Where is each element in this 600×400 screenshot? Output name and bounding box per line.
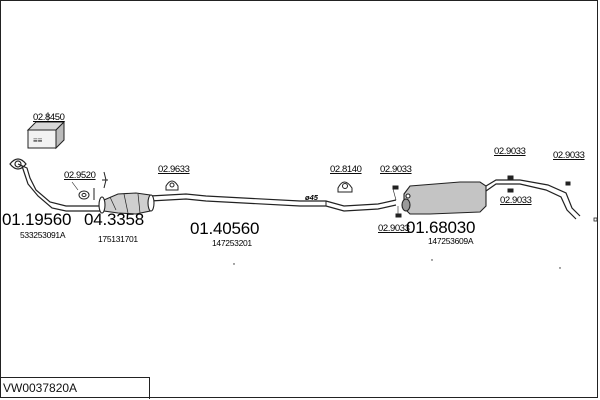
label-gasket-front: 02.9520 <box>64 170 96 181</box>
label-hanger-c: 02.9033 <box>494 146 526 157</box>
catalyst-icon <box>98 192 155 215</box>
tail-end-mark <box>593 217 598 222</box>
hanger-icon <box>392 175 571 218</box>
mount-kit-icon: ≡≡ <box>26 120 66 150</box>
label-clamp-mid: 02.8140 <box>330 164 362 175</box>
code-middle-pipe: 01.40560 <box>190 219 259 238</box>
diameter-mark: ø45 <box>305 193 319 202</box>
label-hanger-b: 02.9033 <box>378 223 410 234</box>
kit-code-box: VW0037820A <box>0 377 150 399</box>
label-clamp-cat: 02.9633 <box>158 164 190 175</box>
label-hanger-e: 02.9033 <box>553 150 585 161</box>
dot-marker <box>559 267 561 269</box>
code-front-pipe: 01.19560 <box>2 210 71 229</box>
code-catalyst: 04.3358 <box>84 210 144 229</box>
ref-front-pipe: 533253091A <box>20 230 66 240</box>
ref-middle-pipe: 147253201 <box>212 238 252 248</box>
front-flange-icon <box>9 158 27 170</box>
dot-marker <box>431 259 433 261</box>
label-hanger-a: 02.9033 <box>380 164 412 175</box>
rear-silencer-icon <box>401 181 487 215</box>
leader-lines <box>47 112 399 214</box>
label-hanger-d: 02.9033 <box>500 195 532 206</box>
clamp-icon <box>102 171 179 191</box>
ref-catalyst: 175131701 <box>98 234 138 244</box>
svg-text:≡≡: ≡≡ <box>33 136 43 145</box>
pipe-clamp-icon <box>325 181 353 206</box>
gasket-icon <box>78 188 95 200</box>
ref-rear-silencer: 147253609A <box>428 236 474 246</box>
kit-code: VW0037820A <box>3 381 78 395</box>
dot-marker <box>233 263 235 265</box>
exhaust-pipe <box>17 163 581 220</box>
label-mount-kit: 02.8450 <box>33 112 65 123</box>
code-rear-silencer: 01.68030 <box>406 218 475 237</box>
